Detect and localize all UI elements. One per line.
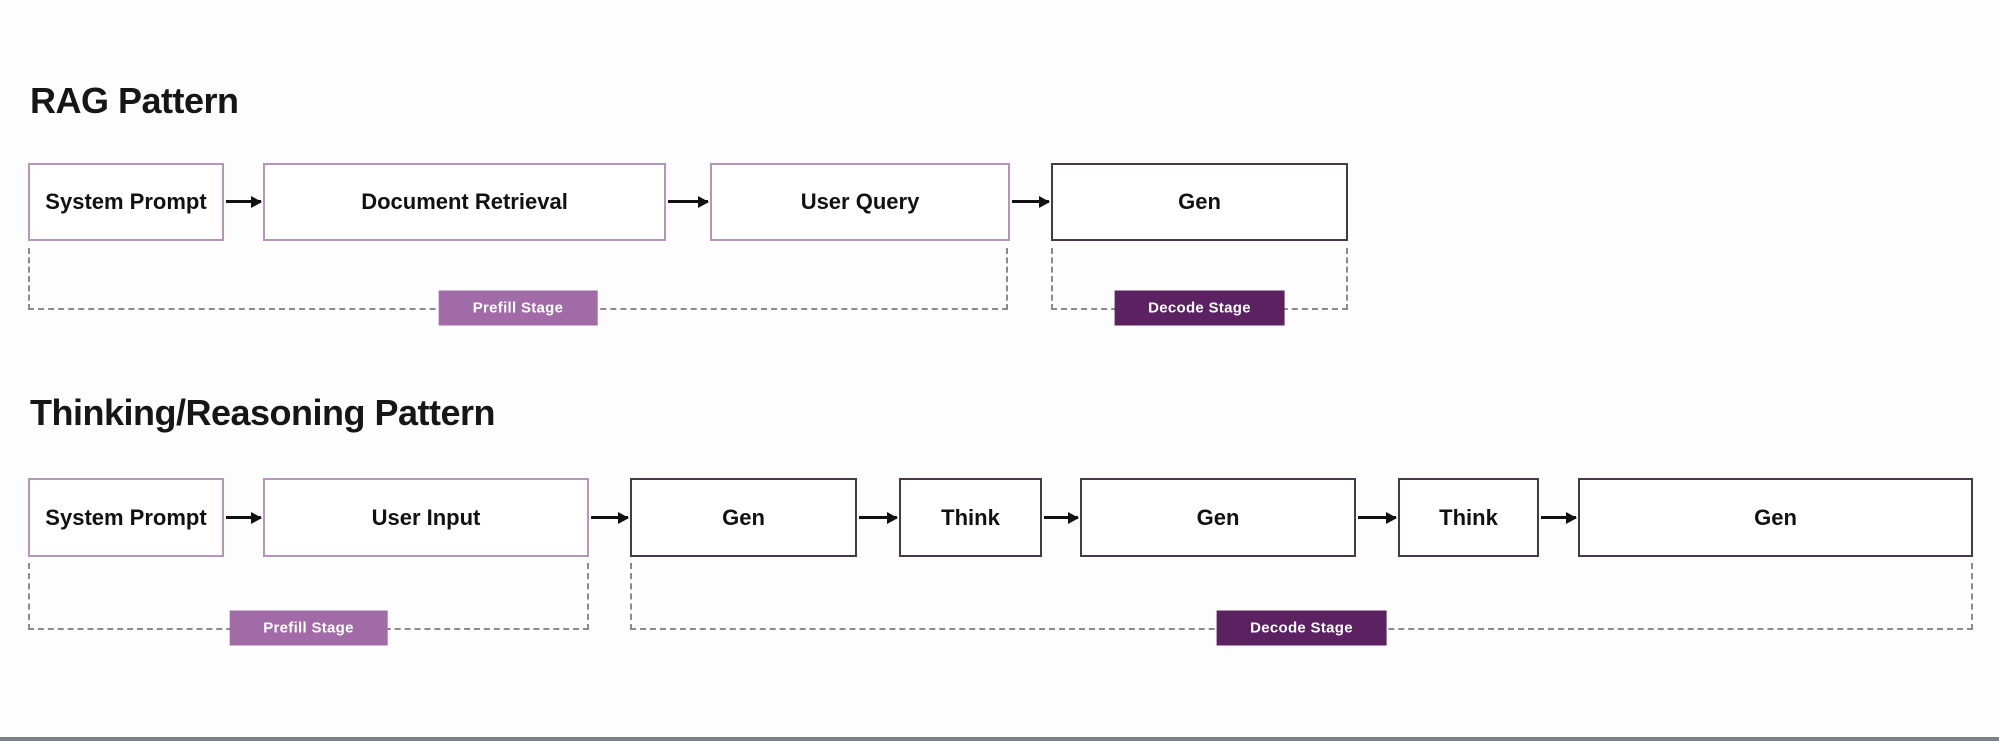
thinking-pattern-title: Thinking/Reasoning Pattern	[30, 392, 496, 433]
rag-decode-stage-badge: Decode Stage	[1114, 290, 1285, 326]
rag-node-gen: Gen	[1051, 163, 1348, 241]
rag-pattern-title: RAG Pattern	[30, 80, 239, 121]
arrow-icon	[1044, 516, 1078, 519]
node-label: Think	[941, 504, 1000, 530]
node-label: User Query	[800, 189, 920, 214]
node-label: System Prompt	[45, 504, 207, 530]
rag-prefill-bracket: Prefill Stage	[28, 248, 1008, 326]
think-node-think-2: Think	[1398, 478, 1539, 557]
think-decode-bracket: Decode Stage	[630, 563, 1973, 646]
rag-node-system-prompt: System Prompt	[28, 163, 224, 241]
rag-decode-bracket: Decode Stage	[1051, 248, 1348, 326]
think-node-gen-3: Gen	[1578, 478, 1973, 557]
node-label: User Input	[371, 504, 481, 530]
node-label: Document Retrieval	[361, 189, 568, 214]
arrow-icon	[1358, 516, 1396, 519]
bottom-border-bar	[0, 737, 1999, 741]
node-label: Gen	[1196, 504, 1240, 530]
think-node-gen-1: Gen	[630, 478, 857, 557]
node-label: Think	[1439, 504, 1498, 530]
think-node-gen-2: Gen	[1080, 478, 1356, 557]
node-label: System Prompt	[45, 189, 207, 214]
arrow-icon	[1541, 516, 1576, 519]
node-label: Gen	[1754, 504, 1797, 530]
think-prefill-bracket: Prefill Stage	[28, 563, 589, 646]
think-node-system-prompt: System Prompt	[28, 478, 224, 557]
node-label: Gen	[722, 504, 765, 530]
rag-node-document-retrieval: Document Retrieval	[263, 163, 666, 241]
rag-prefill-stage-badge: Prefill Stage	[438, 290, 598, 326]
rag-node-user-query: User Query	[710, 163, 1010, 241]
arrow-icon	[1012, 200, 1049, 203]
think-prefill-stage-badge: Prefill Stage	[229, 610, 388, 646]
think-decode-stage-badge: Decode Stage	[1216, 610, 1387, 646]
arrow-icon	[859, 516, 897, 519]
arrow-icon	[591, 516, 628, 519]
node-label: Gen	[1178, 189, 1221, 214]
think-node-user-input: User Input	[263, 478, 589, 557]
think-node-think-1: Think	[899, 478, 1042, 557]
arrow-icon	[226, 516, 261, 519]
arrow-icon	[668, 200, 708, 203]
arrow-icon	[226, 200, 261, 203]
